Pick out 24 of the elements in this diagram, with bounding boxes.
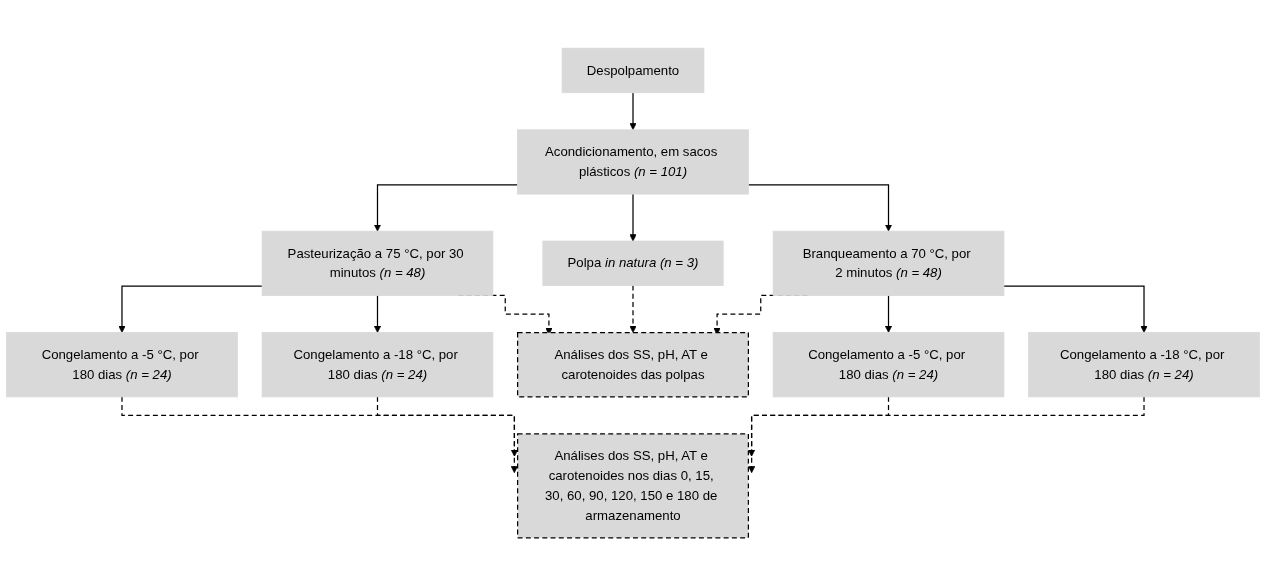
arrow [373,294,382,333]
arrow [376,396,519,457]
node-box: Polpa in natura (n = 3) [542,240,724,286]
arrow [629,284,637,333]
arrow [884,294,893,333]
node-box: Despolpamento [561,47,705,94]
arrow [121,396,518,474]
node-box: Congelamento a -5 °C, por 180 dias (n = 24) [6,332,238,398]
arrow [747,184,893,232]
arrow [1003,285,1148,333]
node-box: Pasteurização a 75 °C, por 30 minutos (n = 48) [261,230,494,296]
node-box: Acondicionamento, em sacos plásticos (n = 101) [517,129,749,195]
arrow [629,92,637,131]
node-box: Análises dos SS, pH, AT e carotenoides das polpas [517,331,749,398]
node-box: Congelamento a -18 °C, por 180 dias (n = 24) [1028,332,1260,398]
node-box: Congelamento a -18 °C, por 180 dias (n = 24) [261,332,494,398]
arrow [629,193,637,242]
arrow [373,184,519,232]
node-box: Congelamento a -5 °C, por 180 dias (n = 24) [772,332,1005,398]
arrow [118,285,263,333]
arrow [747,396,890,457]
node-box: Branqueamento a 70 °C, por 2 minutos (n = 48) [772,230,1005,296]
node-box: Análises dos SS, pH, AT e carotenoides nos dias 0, 15, 30, 60, 90, 120, 150 e 180 de armazenamento [517,433,749,539]
arrow [748,396,1145,474]
